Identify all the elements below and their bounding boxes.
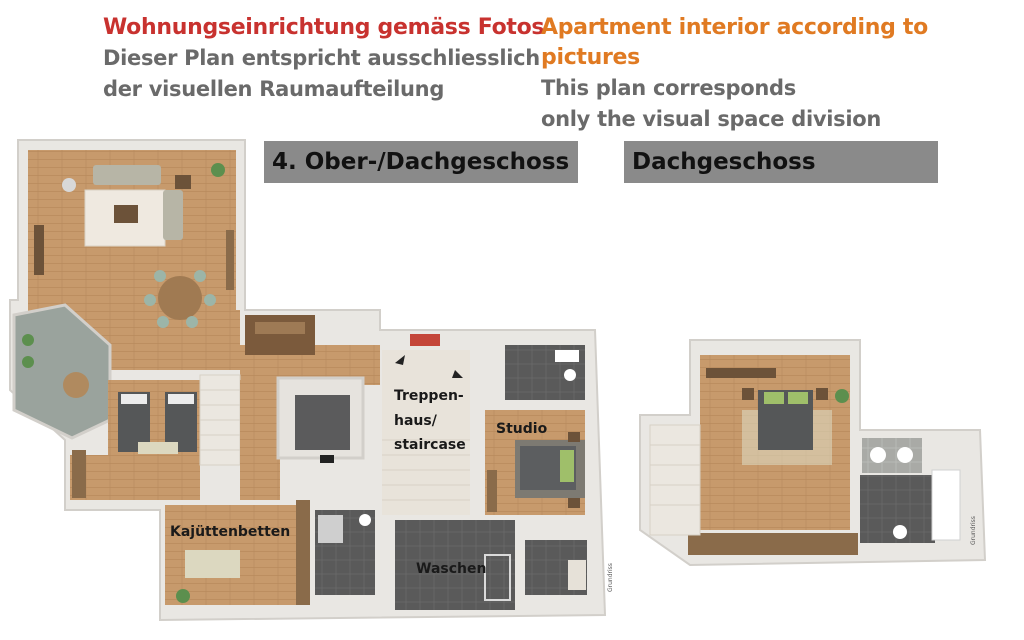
german-disclaimer: Wohnungseinrichtung gemäss Fotos Dieser … <box>103 13 545 105</box>
staircase-label-line-3: staircase <box>394 437 466 453</box>
staircase-label-line-1: Treppen- <box>394 388 464 404</box>
english-title: Apartment interior according to pictures <box>541 15 928 70</box>
english-line-2: This plan corresponds <box>541 76 796 100</box>
english-line-3: only the visual space division <box>541 107 882 131</box>
floor-label-attic: Dachgeschoss <box>624 141 938 183</box>
laundry-floor <box>395 520 515 610</box>
bunk-room-label: Kajüttenbetten <box>170 524 290 540</box>
laundry-label: Waschen <box>416 561 486 577</box>
german-line-2: Dieser Plan entspricht ausschliesslich <box>103 46 540 70</box>
plan-watermark-right: Grundriss <box>970 516 977 545</box>
english-disclaimer: Apartment interior according to pictures… <box>541 13 1024 135</box>
german-title: Wohnungseinrichtung gemäss Fotos <box>103 15 545 40</box>
attic-floor-plan: Grundriss <box>639 339 987 567</box>
studio-label: Studio <box>496 421 548 437</box>
plan-watermark-left: Grundriss <box>607 563 614 592</box>
staircase-label-line-2: haus/ <box>394 413 438 429</box>
german-line-3: der visuellen Raumaufteilung <box>103 77 445 101</box>
floor-label-upper: 4. Ober-/Dachgeschoss <box>264 141 578 183</box>
upper-floor-plan: Grundriss <box>9 139 614 622</box>
